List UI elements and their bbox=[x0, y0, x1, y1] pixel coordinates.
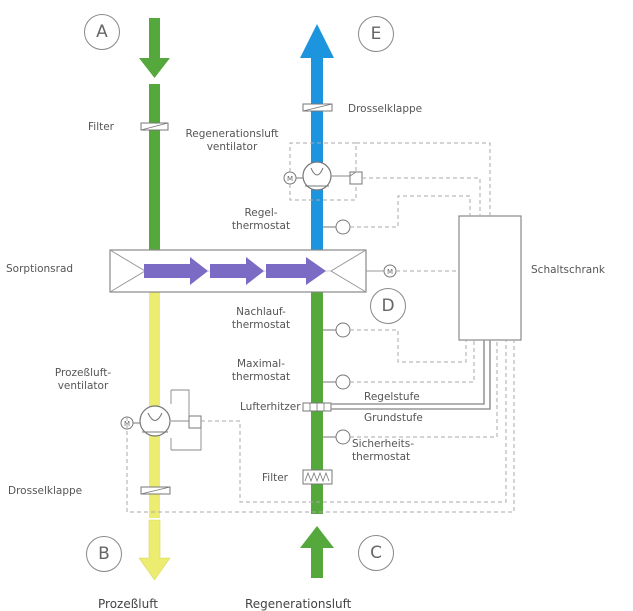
filter-top-symbol bbox=[140, 122, 169, 131]
point-a: A bbox=[84, 14, 120, 50]
process-fan-controller bbox=[188, 415, 202, 429]
process-fan-symbol bbox=[139, 405, 171, 437]
process-fan-feedback bbox=[170, 389, 202, 451]
control-cabinet-label: Schaltschrank bbox=[531, 264, 605, 276]
heater-stage-wiring bbox=[331, 340, 491, 410]
process-air-label: Prozeßluft bbox=[98, 597, 158, 611]
point-c: C bbox=[358, 535, 394, 571]
regelstufe-label: Regelstufe bbox=[364, 391, 420, 403]
filter-top-label: Filter bbox=[88, 121, 115, 133]
process-air-outlet-duct bbox=[149, 290, 160, 518]
process-air-inlet-duct bbox=[149, 84, 160, 254]
damper-top-symbol bbox=[302, 103, 333, 112]
air-heater-label: Lufterhitzer bbox=[240, 401, 301, 413]
svg-text:M: M bbox=[387, 268, 393, 276]
control-cabinet bbox=[458, 215, 522, 341]
regen-air-inlet-arrow bbox=[300, 526, 334, 578]
control-wiring bbox=[126, 142, 515, 513]
grundstufe-label: Grundstufe bbox=[364, 412, 423, 424]
filter-bottom-label: Filter bbox=[262, 472, 289, 484]
regen-air-outlet-duct bbox=[311, 58, 323, 254]
process-air-outlet-arrow bbox=[138, 519, 171, 581]
process-fan-motor: M bbox=[120, 416, 140, 430]
regen-air-inlet-duct bbox=[311, 290, 323, 514]
regen-fan-symbol bbox=[302, 161, 332, 191]
motor-symbol-text: M bbox=[287, 175, 293, 183]
regen-air-outlet-arrow bbox=[300, 24, 334, 58]
process-air-inlet-arrow bbox=[139, 18, 170, 78]
sorption-wheel-label: Sorptionsrad bbox=[6, 263, 74, 275]
filter-bottom-symbol bbox=[302, 469, 333, 485]
wheel-motor: M bbox=[366, 264, 397, 278]
regel-thermostat-label: Regel- thermostat bbox=[231, 207, 291, 232]
damper-bottom-symbol bbox=[140, 486, 171, 495]
point-e: E bbox=[358, 16, 394, 52]
safety-thermostat-label: Sicherheits- thermostat bbox=[352, 438, 415, 463]
point-b: B bbox=[86, 536, 122, 572]
point-d: D bbox=[370, 288, 406, 324]
maximal-thermostat-label: Maximal- thermostat bbox=[231, 358, 291, 383]
regen-fan-controller bbox=[349, 171, 363, 185]
thermostat-sensors bbox=[323, 219, 351, 445]
regen-fan-motor: M bbox=[283, 171, 303, 185]
wheel-rotation-arrows bbox=[144, 257, 326, 285]
regen-fan-label: Regenerationsluft ventilator bbox=[185, 128, 279, 153]
air-heater-symbol bbox=[302, 402, 332, 412]
nachlauf-thermostat-label: Nachlauf- thermostat bbox=[231, 306, 291, 331]
regeneration-air-label: Regenerationsluft bbox=[245, 597, 352, 611]
damper-bottom-label: Drosselklappe bbox=[8, 485, 83, 497]
process-fan-label: Prozeßluft- ventilator bbox=[54, 367, 112, 392]
damper-top-label: Drosselklappe bbox=[348, 103, 423, 115]
